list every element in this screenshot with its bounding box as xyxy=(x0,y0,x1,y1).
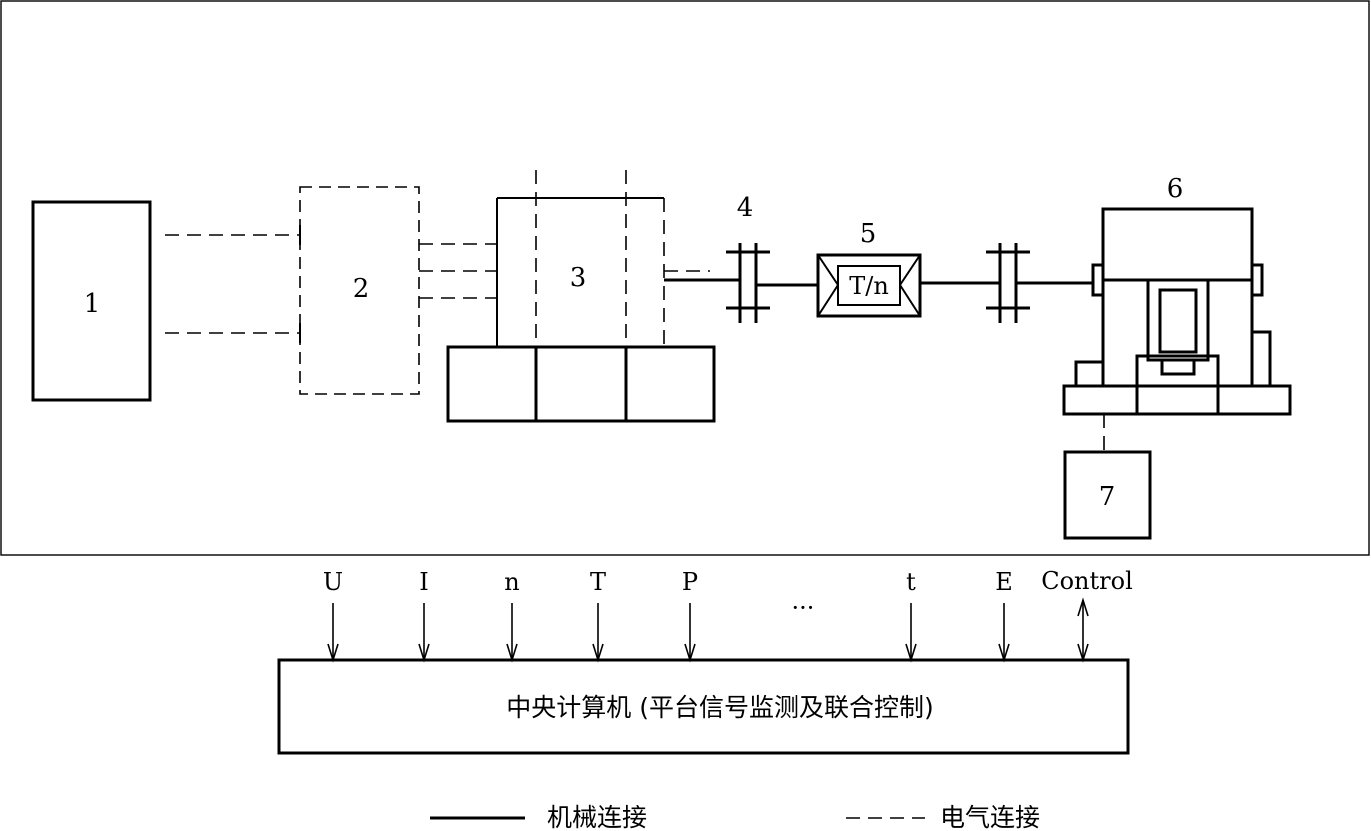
legend-mechanical-label: 机械连接 xyxy=(547,803,647,831)
component-5-label: 5 xyxy=(860,219,877,249)
signal-control: Control xyxy=(1041,567,1133,663)
component-5-diag-3 xyxy=(899,254,921,286)
signal-label-I: I xyxy=(419,568,428,596)
signal-label-T: T xyxy=(590,568,606,596)
signal-U: U xyxy=(323,568,343,663)
signal-label-n: n xyxy=(504,568,519,596)
component-4-label: 4 xyxy=(737,193,754,223)
component-7-box xyxy=(1063,450,1152,540)
component-5-box xyxy=(816,253,922,318)
component-1-box xyxy=(31,200,152,402)
component-2-box xyxy=(299,186,420,395)
signal-ellipsis: ··· xyxy=(792,594,815,622)
signal-t: t xyxy=(905,568,917,663)
component-5-diag-2 xyxy=(817,284,839,317)
coupling-4 xyxy=(726,243,770,323)
component-5-sensor-label: T/n xyxy=(849,272,889,300)
component-6-machine xyxy=(1062,207,1292,416)
signal-P: P xyxy=(682,568,698,663)
signal-label-t: t xyxy=(906,568,916,596)
component-7-label: 7 xyxy=(1099,482,1116,512)
component-3-base xyxy=(446,345,716,423)
component-2-label: 2 xyxy=(353,274,370,304)
central-computer-box xyxy=(277,658,1130,755)
signal-n: n xyxy=(504,568,520,663)
component-5-diag-4 xyxy=(899,284,921,317)
signal-label-U: U xyxy=(323,568,343,596)
coupling-2 xyxy=(986,243,1030,323)
signal-label-E: E xyxy=(995,568,1013,596)
signal-label-control: Control xyxy=(1041,567,1133,595)
signal-I: I xyxy=(418,568,430,663)
central-computer-label: 中央计算机 (平台信号监测及联合控制) xyxy=(506,693,933,722)
component-1-label: 1 xyxy=(84,289,101,319)
signal-label-P: P xyxy=(682,568,698,596)
legend-electrical-label: 电气连接 xyxy=(940,803,1040,831)
platform-frame xyxy=(0,0,1370,556)
signal-E: E xyxy=(995,568,1013,663)
component-5-diag-1 xyxy=(817,254,839,286)
component-3-label: 3 xyxy=(570,263,587,293)
component-6-label: 6 xyxy=(1167,174,1184,204)
signal-T: T xyxy=(590,568,606,663)
